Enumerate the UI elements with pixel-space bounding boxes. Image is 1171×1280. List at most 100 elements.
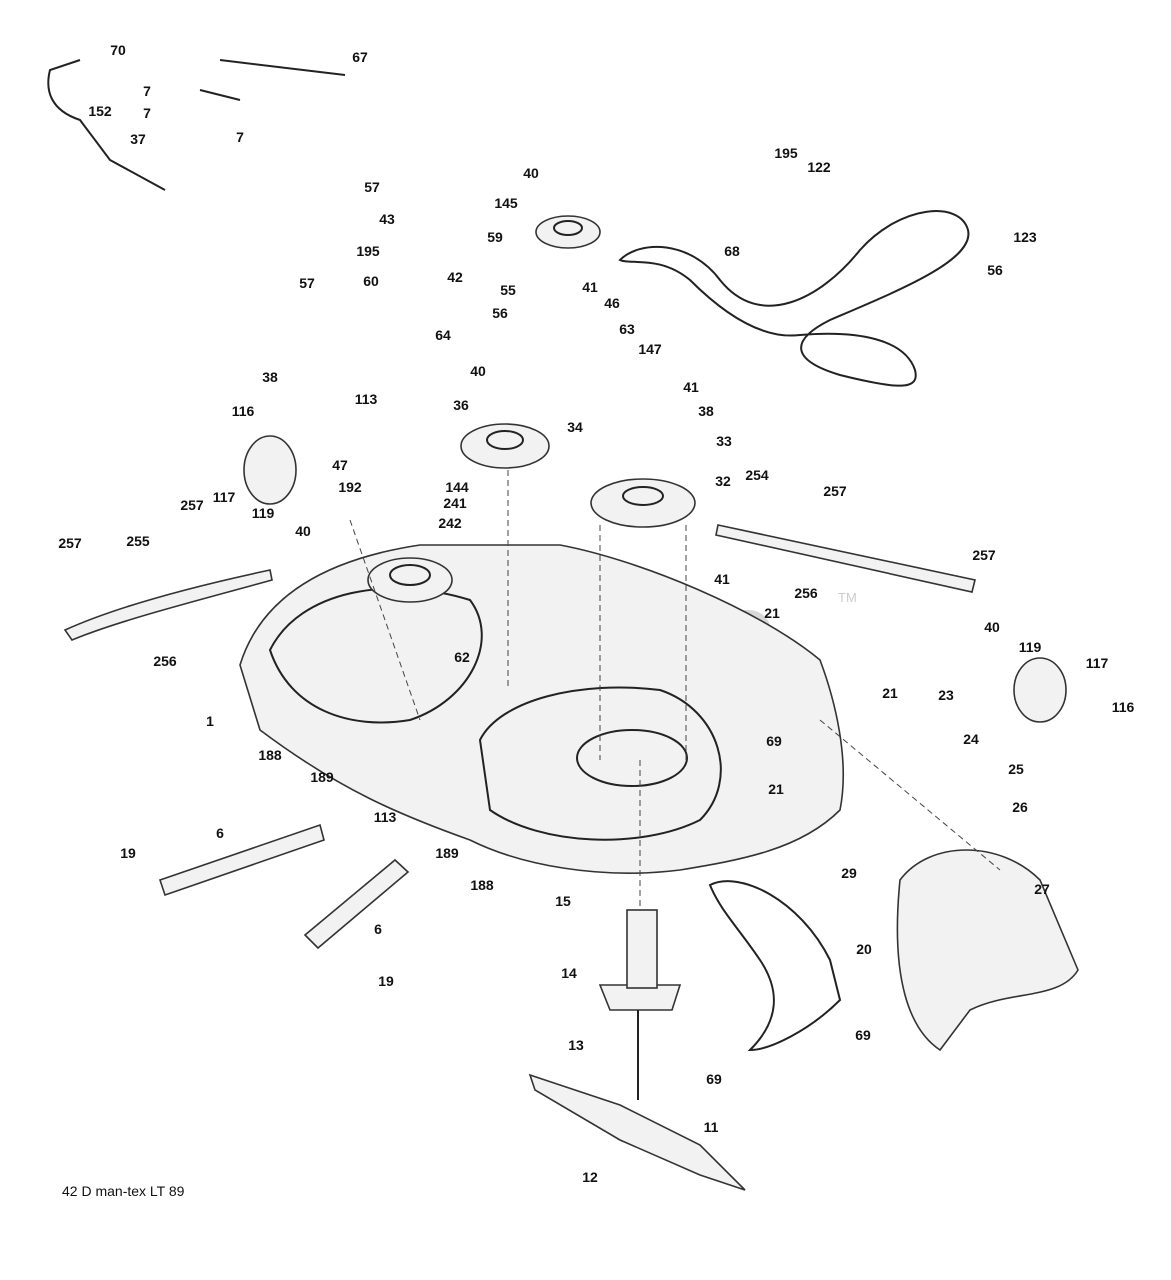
pulley-36 — [460, 423, 550, 469]
callout-192: 192 — [338, 479, 362, 495]
belt-68 — [618, 210, 970, 387]
callout-117: 117 — [212, 489, 236, 505]
gauge-wheel-right — [1013, 657, 1067, 723]
callout-119: 119 — [251, 505, 275, 521]
callout-47: 47 — [332, 457, 348, 473]
callout-189: 189 — [435, 845, 459, 861]
callout-256: 256 — [153, 653, 177, 669]
callout-7: 7 — [143, 105, 151, 121]
stabilizer-bar-255 — [63, 569, 273, 641]
deck-right-chamber — [478, 686, 722, 841]
callout-36: 36 — [453, 397, 469, 413]
callout-69: 69 — [855, 1027, 871, 1043]
callout-144: 144 — [445, 479, 469, 495]
callout-21: 21 — [768, 781, 784, 797]
callout-57: 57 — [364, 179, 380, 195]
lift-link-6-lower — [303, 858, 410, 950]
cable-152 — [47, 59, 166, 191]
callout-255: 255 — [126, 533, 150, 549]
callout-189: 189 — [310, 769, 334, 785]
callout-12: 12 — [582, 1169, 598, 1185]
callout-15: 15 — [555, 893, 571, 909]
callout-43: 43 — [379, 211, 395, 227]
callout-34: 34 — [567, 419, 583, 435]
pulley-145 — [535, 215, 601, 249]
mower-deck — [239, 544, 845, 874]
diagram-caption: 42 D man-tex LT 89 — [62, 1183, 185, 1199]
callout-254: 254 — [745, 467, 769, 483]
callout-57: 55 — [500, 282, 516, 298]
callout-60: 42 — [447, 269, 463, 285]
callout-242: 242 — [438, 515, 462, 531]
callout-257: 257 — [823, 483, 847, 499]
callout-117: 117 — [1085, 655, 1109, 671]
pulley-left-inner — [389, 564, 431, 586]
spindle-tube — [626, 909, 658, 989]
callout-241: 241 — [443, 495, 467, 511]
callout-40: 40 — [295, 523, 311, 539]
callout-122: 122 — [807, 159, 831, 175]
callout-257: 257 — [972, 547, 996, 563]
callout-40: 40 — [523, 165, 539, 181]
callout-119: 119 — [1018, 639, 1042, 655]
pulley-32 — [590, 478, 696, 528]
callout-67: 67 — [352, 49, 368, 65]
callout-25: 25 — [1008, 761, 1024, 777]
callout-113: 113 — [373, 809, 397, 825]
pulley-32-inner — [622, 486, 664, 506]
baffle-20 — [708, 880, 842, 1052]
callout-37: 37 — [130, 131, 146, 147]
callout-70: 70 — [110, 42, 126, 58]
callout-188: 188 — [470, 877, 494, 893]
callout-40: 40 — [470, 363, 486, 379]
blade-11 — [528, 1073, 746, 1191]
callout-41: 57 — [299, 275, 315, 291]
callout-21: 21 — [764, 605, 780, 621]
callout-6: 6 — [216, 825, 224, 841]
callout-14: 14 — [561, 965, 577, 981]
callout-152: 152 — [88, 103, 112, 119]
callout-113: 113 — [354, 391, 378, 407]
callout-7: 7 — [143, 83, 151, 99]
callout-145: 145 — [494, 195, 518, 211]
gauge-wheel-left — [243, 435, 297, 505]
callout-24: 24 — [963, 731, 979, 747]
lift-link-6-upper — [158, 823, 325, 897]
callout-62: 62 — [454, 649, 470, 665]
callout-257: 257 — [58, 535, 82, 551]
callout-21: 21 — [882, 685, 898, 701]
callout-116: 116 — [1111, 699, 1135, 715]
callout-69: 69 — [766, 733, 782, 749]
callout-13: 13 — [568, 1037, 584, 1053]
pulley-145-inner — [553, 220, 583, 236]
callout-56: 60 — [363, 273, 379, 289]
callout-38: 38 — [262, 369, 278, 385]
callout-63: 63 — [619, 321, 635, 337]
callout-256: 256 — [794, 585, 818, 601]
callout-38: 38 — [698, 403, 714, 419]
callout-147: 147 — [638, 341, 662, 357]
watermark-trademark: TM — [838, 590, 857, 605]
callout-56: 56 — [492, 305, 508, 321]
callout-7: 7 — [236, 129, 244, 145]
callout-40: 40 — [984, 619, 1000, 635]
deck-spindle-hole — [576, 729, 688, 787]
callout-19: 19 — [378, 973, 394, 989]
callout-1: 1 — [206, 713, 214, 729]
callout-29: 29 — [841, 865, 857, 881]
stabilizer-bar-254 — [715, 524, 976, 593]
callout-32: 32 — [715, 473, 731, 489]
callout-188: 188 — [258, 747, 282, 763]
callout-19: 19 — [120, 845, 136, 861]
callout-59: 59 — [487, 229, 503, 245]
callout-195: 195 — [774, 145, 798, 161]
callout-123: 123 — [1013, 229, 1037, 245]
callout-20: 20 — [856, 941, 872, 957]
callout-42: 195 — [356, 243, 380, 259]
callout-6: 6 — [374, 921, 382, 937]
callout-27: 27 — [1034, 881, 1050, 897]
discharge-chute-27 — [896, 849, 1079, 1052]
callout-64: 64 — [435, 327, 451, 343]
